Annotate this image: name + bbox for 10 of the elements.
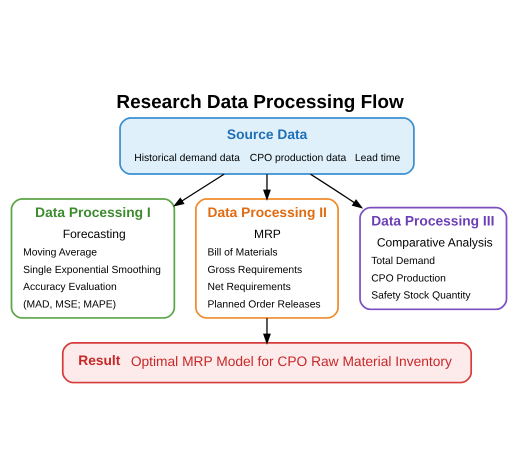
diagram-title: Research Data Processing Flow — [116, 92, 404, 113]
arrow — [310, 173, 364, 208]
arrow — [263, 318, 271, 344]
node-box: Data Processing I Forecasting Moving Average Single Exponential Smoothing Accuracy Evaluation (MAD, MSE; MAPE) — [10, 198, 176, 318]
node-box: Data Processing II MRP Bill of Materials Gross Requirements Net Requirements Planned Order Releases — [195, 198, 339, 318]
node-box: Data Processing III Comparative Analysis Total Demand CPO Production Safety Stock Quantity — [359, 206, 508, 310]
node-box: Result Optimal MRP Model for CPO Raw Material Inventory — [62, 342, 472, 383]
node-box: Source Data Historical demand data CPO production data Lead time — [119, 116, 415, 174]
arrow — [173, 173, 225, 206]
arrow — [263, 174, 271, 200]
